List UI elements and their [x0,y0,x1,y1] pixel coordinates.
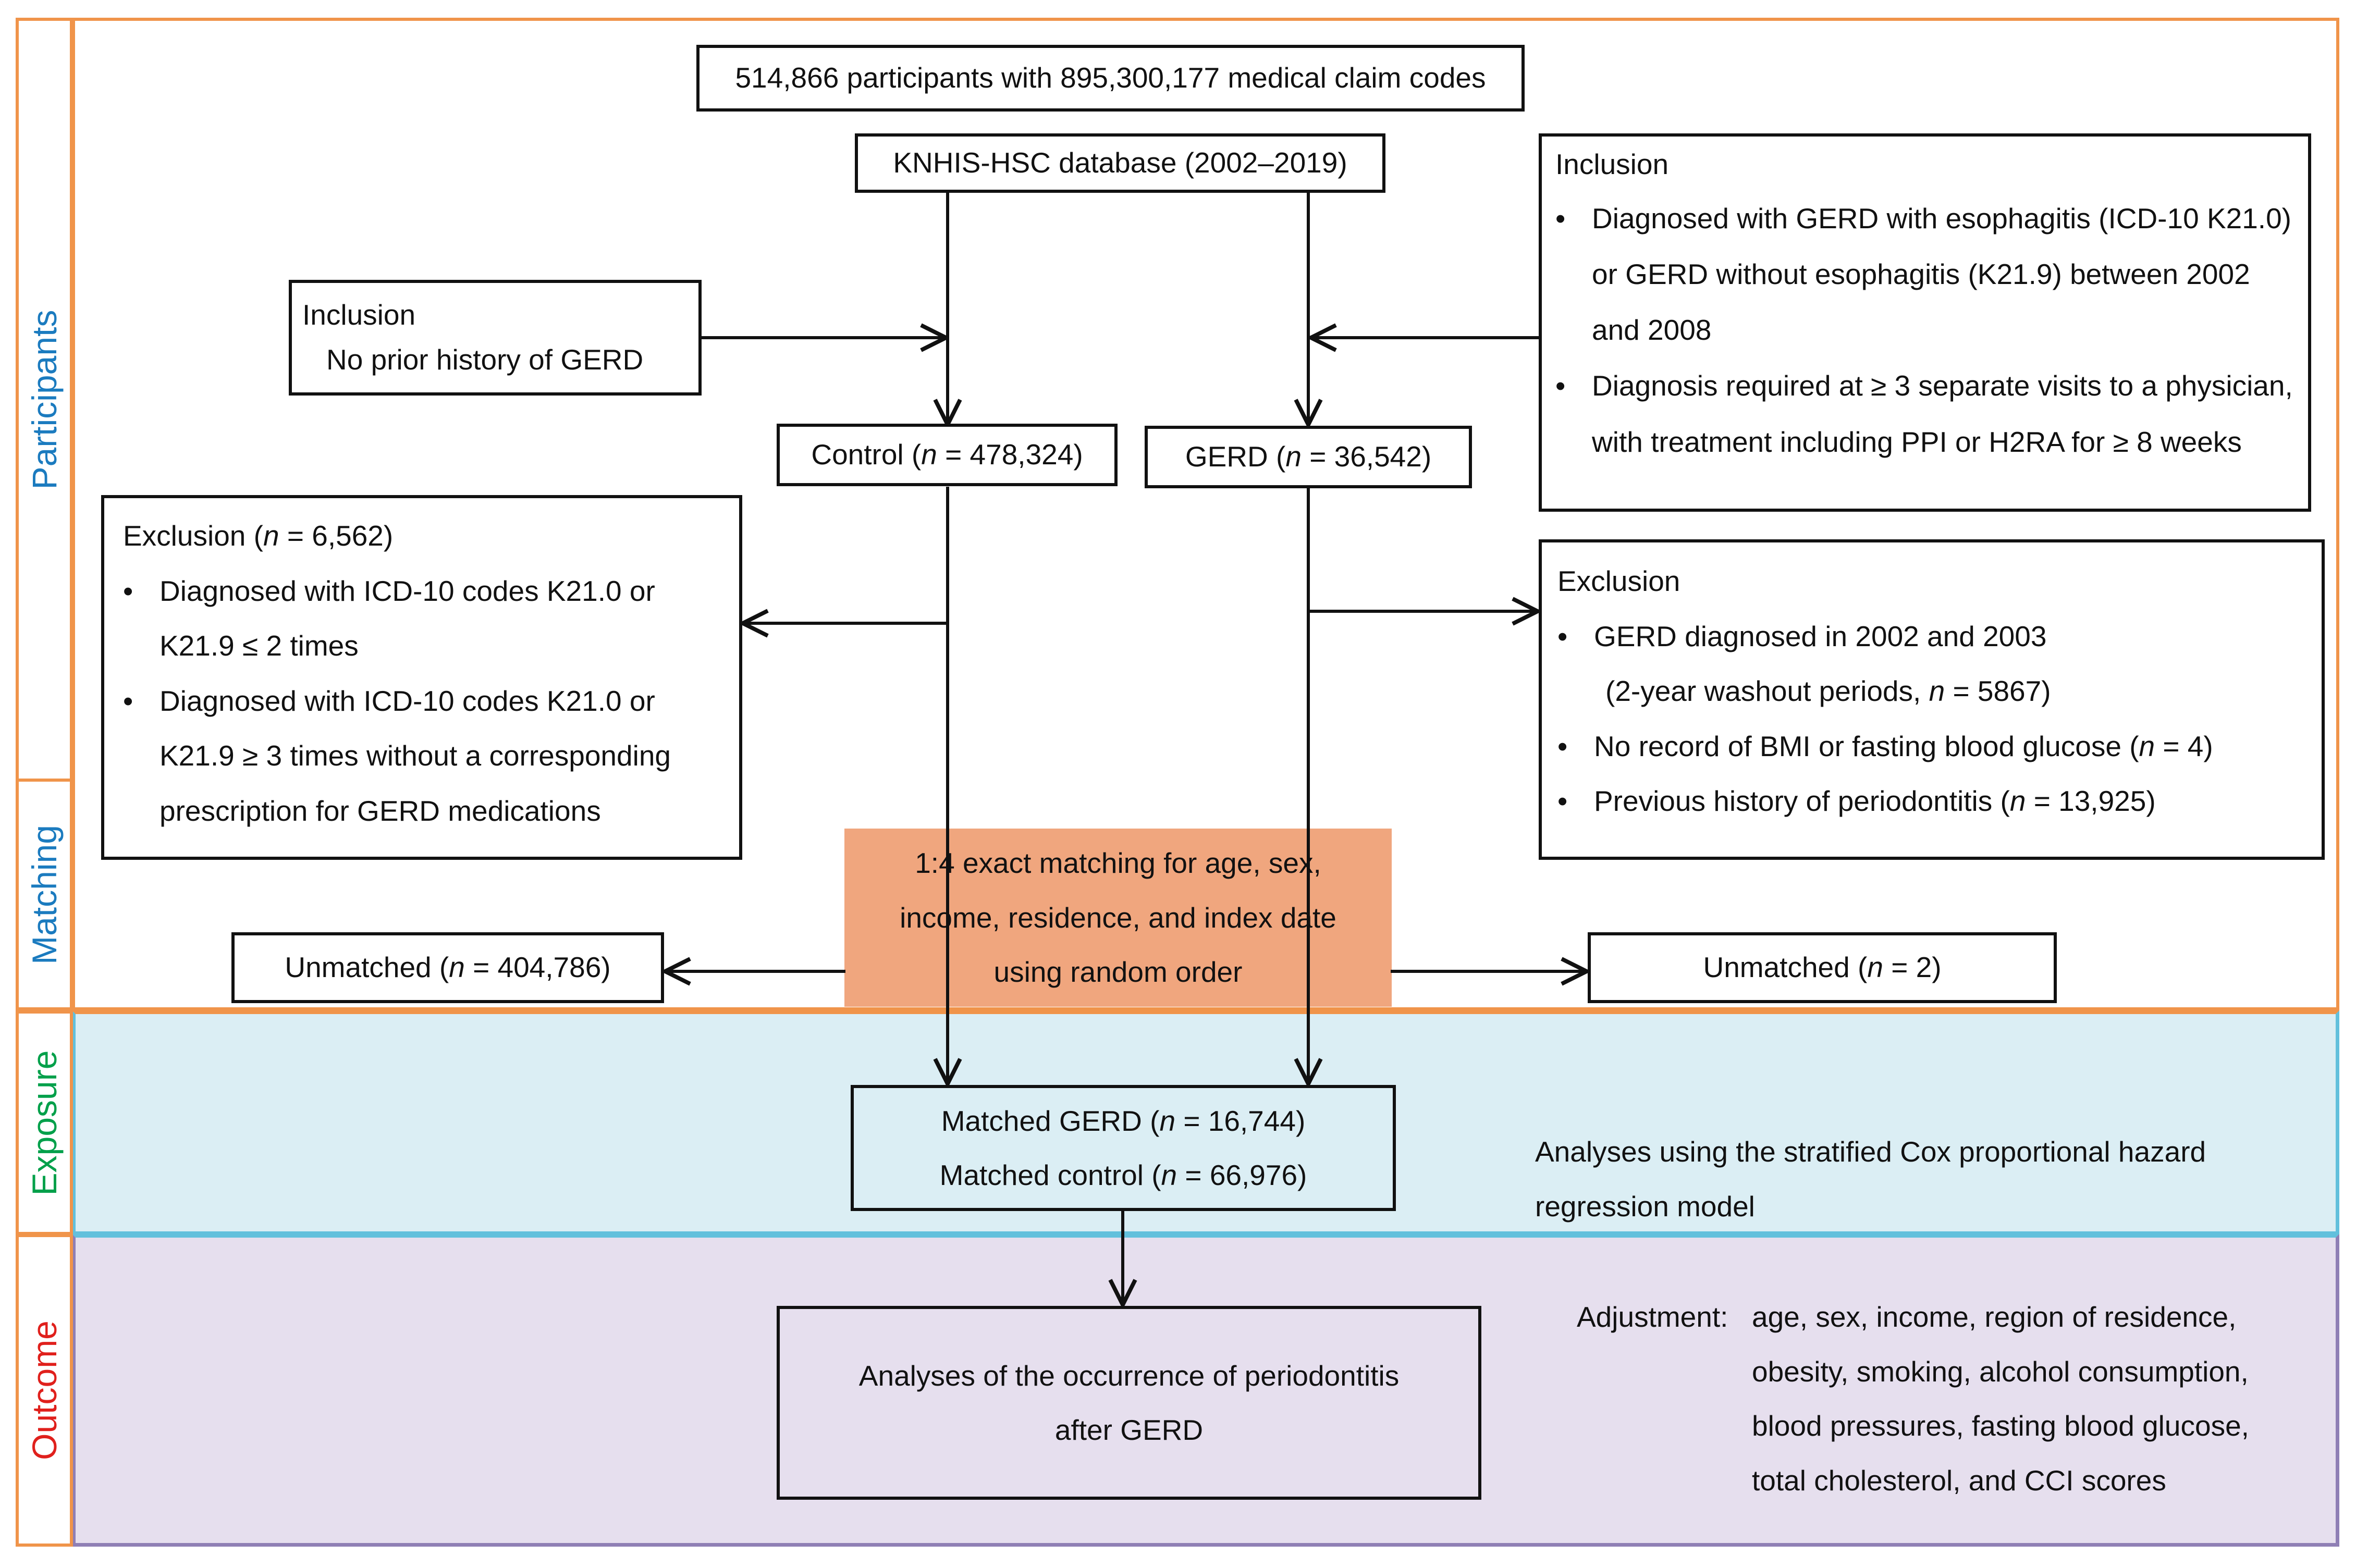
matching-method-box: 1:4 exact matching for age, sex, income,… [844,829,1392,1007]
control-inclusion-item: No prior history of GERD [326,343,644,376]
matching-line-2: income, residence, and index date [900,901,1336,934]
source-text: 514,866 participants with 895,300,177 me… [735,61,1486,94]
unmatched-gerd-box: Unmatched (n = 2) [1588,932,2057,1003]
adjustment-note: Adjustment: age, sex, income, region of … [1577,1290,2338,1508]
unmatched-gerd-text: Unmatched (n = 2) [1703,951,1942,984]
database-box: KNHIS-HSC database (2002–2019) [855,133,1385,193]
adjustment-line-3: blood pressures, fasting blood glucose, [1752,1410,2249,1442]
unmatched-control-box: Unmatched (n = 404,786) [231,932,664,1003]
control-inclusion-box: Inclusion No prior history of GERD [289,280,702,396]
gerd-exclusion-item-1: •GERD diagnosed in 2002 and 2003 [1557,620,2047,652]
outcome-line-2: after GERD [1054,1414,1204,1446]
control-exclusion-box: Exclusion (n = 6,562) •Diagnosed with IC… [101,495,742,860]
adjustment-line-1: age, sex, income, region of residence, [1752,1301,2237,1333]
gerd-exclusion-item-1b: (2-year washout periods, n = 5867) [1605,675,2051,708]
gerd-exclusion-title: Exclusion [1557,565,1680,597]
participants-tab: Participants [16,18,73,782]
gerd-inclusion-item-2: •Diagnosis required at ≥ 3 separate visi… [1555,369,2293,458]
gerd-inclusion-item-1: •Diagnosed with GERD with esophagitis (I… [1555,202,2291,347]
outcome-tab: Outcome [16,1234,73,1547]
analysis-note: Analyses using the stratified Cox propor… [1535,1125,2317,1233]
adjustment-label: Adjustment: [1577,1301,1728,1333]
outcome-line-1: Analyses of the occurrence of periodonti… [858,1359,1400,1392]
source-box: 514,866 participants with 895,300,177 me… [696,45,1525,112]
database-text: KNHIS-HSC database (2002–2019) [893,146,1347,179]
adjustment-line-2: obesity, smoking, alcohol consumption, [1752,1355,2249,1388]
control-inclusion-title: Inclusion [302,299,416,331]
matched-control-text: Matched control (n = 66,976) [939,1159,1307,1191]
gerd-group-box: GERD (n = 36,542) [1145,426,1472,488]
matching-line-1: 1:4 exact matching for age, sex, [915,847,1321,880]
outcome-box: Analyses of the occurrence of periodonti… [777,1306,1481,1500]
gerd-exclusion-box: Exclusion •GERD diagnosed in 2002 and 20… [1539,539,2325,860]
matching-tab: Matching [16,779,73,1010]
gerd-group-text: GERD (n = 36,542) [1185,440,1432,473]
control-exclusion-item-2: •Diagnosed with ICD-10 codes K21.0 or K2… [123,684,671,827]
analysis-note-line-2: regression model [1535,1190,1755,1223]
unmatched-control-text: Unmatched (n = 404,786) [285,951,611,984]
matched-cohort-box: Matched GERD (n = 16,744) Matched contro… [851,1085,1396,1211]
control-exclusion-item-1: •Diagnosed with ICD-10 codes K21.0 or K2… [123,574,655,662]
matching-line-3: using random order [993,956,1243,989]
exposure-tab: Exposure [16,1010,73,1235]
adjustment-line-4: total cholesterol, and CCI scores [1752,1464,2166,1497]
matched-gerd-text: Matched GERD (n = 16,744) [941,1104,1306,1137]
control-exclusion-title: Exclusion (n = 6,562) [123,520,394,552]
gerd-inclusion-box: Inclusion •Diagnosed with GERD with esop… [1539,133,2311,512]
gerd-exclusion-item-2: •No record of BMI or fasting blood gluco… [1557,730,2213,762]
control-group-text: Control (n = 478,324) [811,438,1083,471]
control-group-box: Control (n = 478,324) [777,424,1118,486]
gerd-inclusion-title: Inclusion [1555,148,1669,180]
gerd-exclusion-item-3: •Previous history of periodontitis (n = … [1557,785,2156,818]
analysis-note-line-1: Analyses using the stratified Cox propor… [1535,1135,2206,1168]
